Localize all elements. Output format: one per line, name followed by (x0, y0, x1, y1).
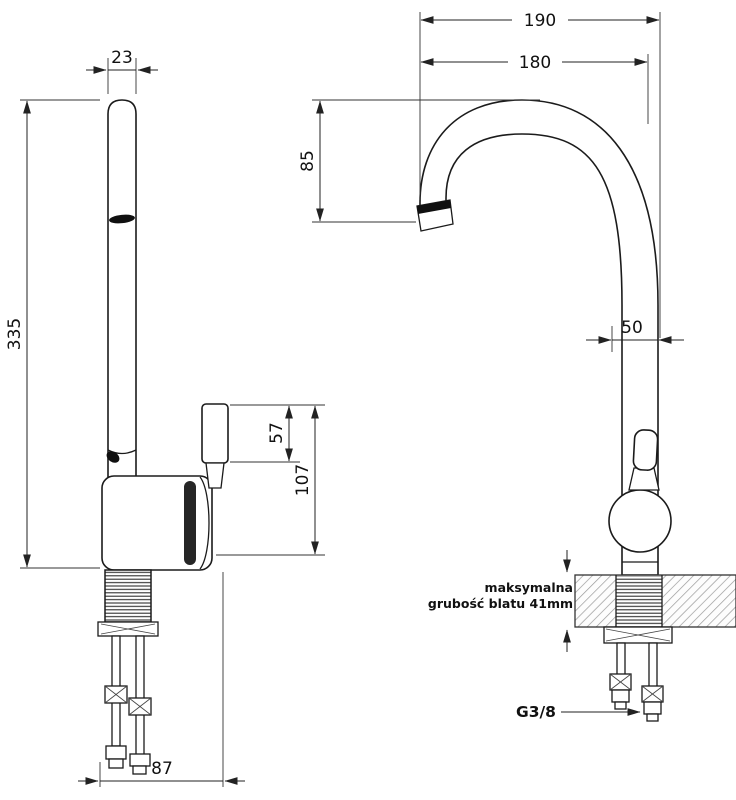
handle-lever-right (632, 429, 659, 471)
aerator-ring (109, 214, 135, 224)
left-view: 23 335 57 107 87 (5, 48, 325, 787)
valve-body (608, 489, 672, 553)
outlet-seam (417, 200, 451, 214)
dim-body-width-label: 50 (621, 318, 643, 338)
thread-size-label: G3/8 (516, 703, 556, 721)
counter-note-line2: grubość blatu 41mm (428, 596, 573, 611)
stud-cap-left-2 (129, 753, 151, 767)
pipe-joint-seam (107, 449, 137, 455)
dim-spout-width-label: 23 (111, 48, 133, 68)
faucet-spout-left (107, 99, 137, 521)
mount-stud-left-2 (135, 635, 145, 759)
body-cap-seam (199, 476, 210, 570)
threaded-shank-left (104, 569, 152, 623)
threaded-shank-right (616, 575, 662, 627)
stud-cap-left-1 (105, 745, 127, 760)
dim-base-width-label: 87 (151, 759, 173, 779)
dim-spout-reach-label: 180 (519, 53, 551, 73)
dim-overall-width-label: 190 (524, 11, 556, 31)
dim-total-height-label: 335 (5, 318, 25, 350)
handle-stem-left (205, 462, 225, 489)
right-view: 190 180 85 50 maksymalna grubość blatu 4… (298, 11, 736, 722)
joint-shadow (106, 451, 120, 463)
dim-handle-height-label: 57 (267, 422, 287, 444)
counter-note-line1: maksymalna (485, 580, 573, 595)
dim-body-height-label: 107 (293, 464, 313, 496)
handle-lever-left (201, 403, 229, 464)
dim-spout-drop-label: 85 (298, 150, 318, 172)
body-cap-shade (184, 481, 196, 565)
handle-neck-right (628, 467, 660, 491)
